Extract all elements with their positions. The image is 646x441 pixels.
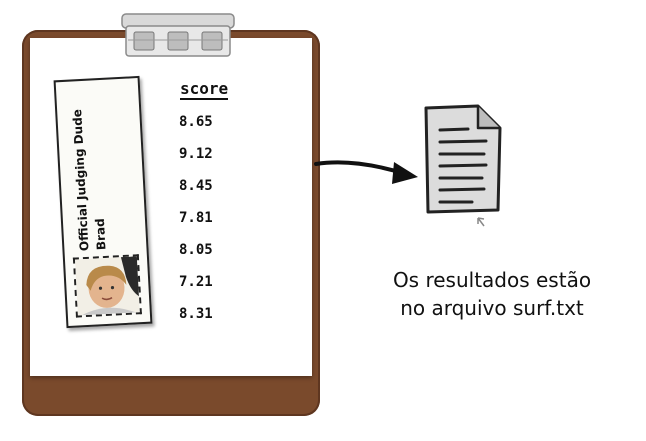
clip-icon — [121, 13, 235, 57]
caption-line-1: Os resultados estão — [392, 268, 592, 292]
badge-text: Official Judging Dude Brad — [69, 108, 110, 252]
score-value: 8.65 — [179, 114, 213, 130]
arrow-right-icon — [314, 160, 418, 184]
score-value: 8.05 — [179, 242, 213, 258]
document-icon — [424, 104, 502, 227]
caption-line-2: no arquivo surf.txt — [400, 296, 584, 320]
judge-photo — [72, 254, 142, 318]
score-value: 7.81 — [179, 210, 213, 226]
score-value: 8.31 — [179, 306, 213, 322]
file-caption: Os resultados estão no arquivo surf.txt — [380, 266, 604, 322]
judge-badge: Official Judging Dude Brad — [53, 75, 153, 329]
score-value: 9.12 — [179, 146, 213, 162]
score-value: 7.21 — [179, 274, 213, 290]
score-value: 8.45 — [179, 178, 213, 194]
score-header: score — [180, 79, 229, 100]
